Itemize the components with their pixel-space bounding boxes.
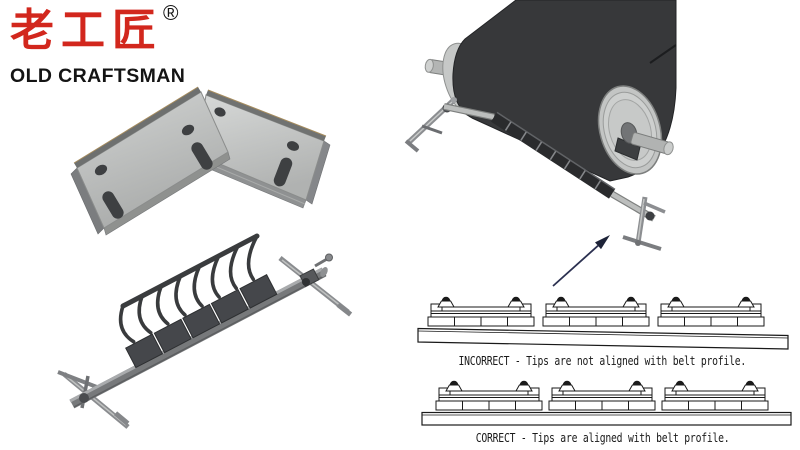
installed-right-bracket (622, 196, 666, 251)
belt-profile (417, 327, 789, 350)
blade-tip-dome (741, 296, 751, 301)
blade-tip (628, 384, 646, 392)
plate-slot (273, 157, 293, 187)
cleaner-right-mount-bracket (278, 253, 353, 317)
blade-tip-dome (511, 296, 521, 301)
caption-incorrect: INCORRECT - Tips are not aligned with be… (458, 353, 747, 368)
blade-tip-dome (626, 296, 636, 301)
cleaner-scraper-rail (120, 233, 260, 309)
blade-tip-dome (562, 380, 572, 385)
mounting-plate-right (192, 89, 331, 209)
logo-chinese-line: 老工匠® (10, 2, 185, 57)
blade-tip-dome (671, 296, 681, 301)
blade-bar-segment-marks (504, 121, 602, 190)
blade-tip (741, 384, 759, 392)
cleaner-main-tube (69, 266, 328, 409)
blade-tip (622, 300, 640, 308)
plate-slot (191, 142, 213, 170)
installed-belt-cleaner (404, 96, 666, 251)
pointer-arrow (552, 235, 610, 287)
blade-tip (558, 384, 576, 392)
plate-hole (181, 124, 195, 136)
alignment-diagram-incorrect (417, 296, 789, 350)
blade-tip (437, 300, 455, 308)
blade-tip (515, 384, 533, 392)
logo-chinese-text: 老工匠 (10, 5, 163, 56)
blade-tip-dome (449, 380, 459, 385)
blade-tip-dome (556, 296, 566, 301)
blade-tip (552, 300, 570, 308)
plate-hole (214, 107, 226, 117)
belt-profile (421, 411, 792, 426)
cleaner-blade-blocks (125, 274, 278, 369)
blade-tip (507, 300, 525, 308)
blade-tip-dome (745, 380, 755, 385)
pulley-right-shaft (630, 132, 674, 156)
logo-english-text: OLD CRAFTSMAN (10, 64, 186, 87)
blade-tip (737, 300, 755, 308)
alignment-diagram-correct (421, 380, 792, 426)
mounting-plate-left (70, 86, 231, 236)
caption-correct: CORRECT - Tips are aligned with belt pro… (475, 430, 730, 445)
blade-tip (445, 384, 463, 392)
plate-slot (102, 191, 124, 219)
mounting-plates-photo (70, 86, 331, 236)
registered-trademark-symbol: ® (163, 2, 179, 25)
plate-hole (286, 141, 300, 151)
plate-hole (94, 164, 108, 176)
blade-tip-dome (632, 380, 642, 385)
blade-tip-dome (675, 380, 685, 385)
blade-tip (667, 300, 685, 308)
blade-tip-dome (441, 296, 451, 301)
cleaner-spring-arms (118, 234, 259, 344)
brand-logo: 老工匠® OLD CRAFTSMAN (10, 2, 186, 88)
blade-tip (671, 384, 689, 392)
conveyor-pulley-with-cleaner-render (404, 0, 677, 287)
blade-tip-dome (519, 380, 529, 385)
belt-edge-fold-line (649, 44, 677, 64)
belt-cleaner-assembly-render (57, 233, 353, 429)
